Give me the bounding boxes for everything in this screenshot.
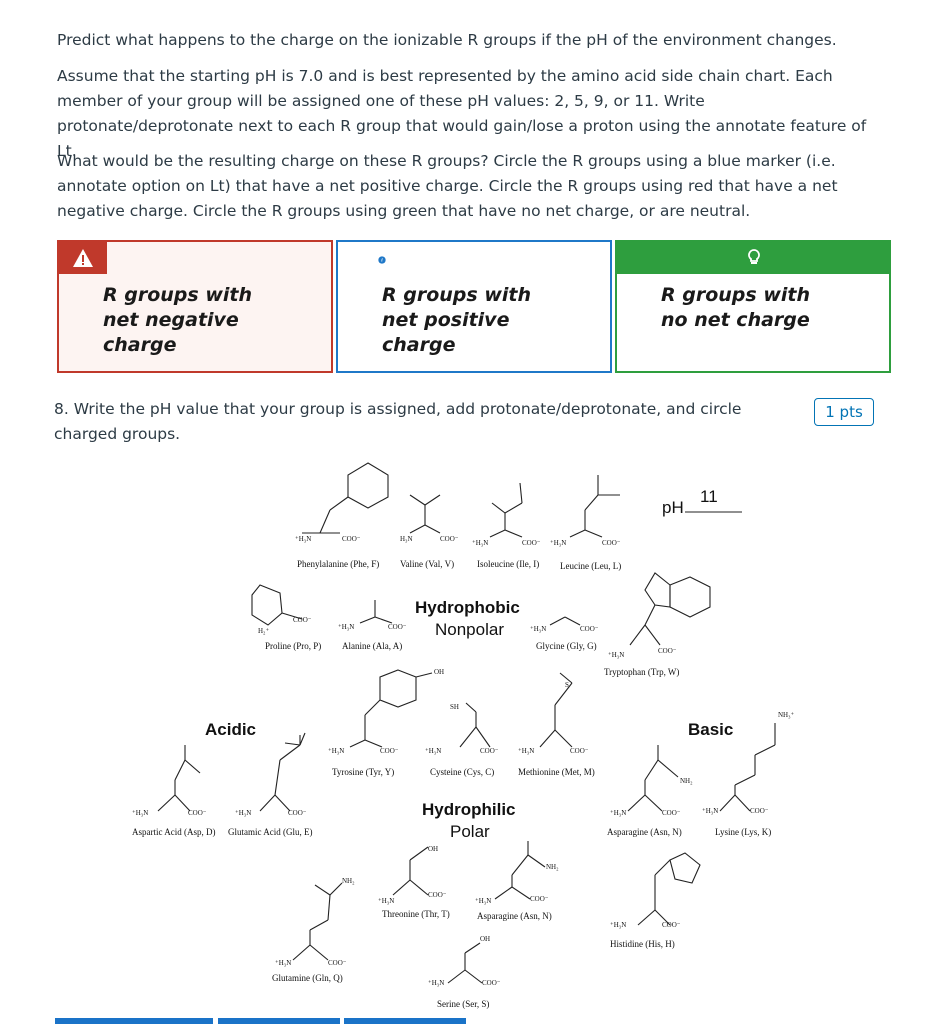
info-icon: i (338, 242, 386, 274)
svg-text:⁺H₃N: ⁺H₃N (428, 979, 444, 987)
svg-text:⁺H₃N: ⁺H₃N (275, 959, 291, 967)
svg-text:⁺H₃N: ⁺H₃N (610, 809, 626, 817)
svg-text:COO⁻: COO⁻ (428, 891, 447, 899)
svg-text:⁺H₃N: ⁺H₃N (550, 539, 566, 547)
warning-icon (59, 242, 107, 274)
svg-text:COO⁻: COO⁻ (440, 535, 459, 543)
svg-text:⁺H₃N: ⁺H₃N (610, 921, 626, 929)
svg-text:⁺H₃N: ⁺H₃N (472, 539, 488, 547)
svg-text:COO⁻: COO⁻ (328, 959, 347, 967)
instruction-paragraph-2: Assume that the starting pH is 7.0 and i… (57, 67, 867, 160)
aa-lys: Lysine (Lys, K) (715, 827, 771, 837)
category-hydrophobic: Hydrophobic (415, 598, 520, 617)
svg-text:COO⁻: COO⁻ (602, 539, 621, 547)
bottom-tab-2[interactable] (218, 1018, 340, 1024)
ph-value[interactable]: 11 (700, 487, 718, 506)
svg-text:COO⁻: COO⁻ (662, 809, 681, 817)
svg-text:COO⁻: COO⁻ (580, 625, 599, 633)
svg-text:⁺H₃N: ⁺H₃N (475, 897, 491, 905)
svg-text:⁺H₃N: ⁺H₃N (328, 747, 344, 755)
svg-text:COO⁻: COO⁻ (480, 747, 499, 755)
svg-text:⁺H₃N: ⁺H₃N (295, 535, 311, 543)
instruction-paragraph-3: What would be the resulting charge on th… (57, 152, 838, 220)
svg-text:COO⁻: COO⁻ (658, 647, 677, 655)
svg-text:COO⁻: COO⁻ (288, 809, 307, 817)
svg-text:⁺H₃N: ⁺H₃N (702, 807, 718, 815)
svg-text:COO⁻: COO⁻ (522, 539, 541, 547)
svg-text:COO⁻: COO⁻ (342, 535, 361, 543)
bottom-tab-1[interactable] (55, 1018, 213, 1024)
svg-text:NH₂: NH₂ (680, 777, 693, 785)
aa-asp: Aspartic Acid (Asp, D) (132, 827, 215, 837)
svg-text:⁺H₃N: ⁺H₃N (235, 809, 251, 817)
points-badge: 1 pts (814, 398, 874, 426)
category-hydrophilic: Hydrophilic (422, 800, 516, 819)
aa-pro: Proline (Pro, P) (265, 641, 321, 651)
svg-text:OH: OH (428, 845, 438, 853)
svg-text:⁺H₃N: ⁺H₃N (608, 651, 624, 659)
aa-his: Histidine (His, H) (610, 939, 675, 949)
aa-ser: Serine (Ser, S) (437, 999, 489, 1009)
svg-text:⁺H₃N: ⁺H₃N (518, 747, 534, 755)
svg-text:COO⁻: COO⁻ (750, 807, 769, 815)
svg-text:NH₂: NH₂ (342, 877, 355, 885)
svg-text:OH: OH (434, 668, 444, 676)
svg-text:COO⁻: COO⁻ (388, 623, 407, 631)
svg-text:i: i (381, 259, 383, 264)
amino-acid-chart[interactable]: ⁺H₃N COO⁻ H₃N COO⁻ ⁺H₃N COO⁻ ⁺H₃N COO⁻ COO⁻ H… (110, 455, 810, 1015)
aa-asn-basic: Asparagine (Asn, N) (607, 827, 682, 837)
aa-tyr: Tyrosine (Tyr, Y) (332, 767, 394, 777)
svg-text:COO⁻: COO⁻ (188, 809, 207, 817)
aa-asn: Asparagine (Asn, N) (477, 911, 552, 921)
svg-text:SH: SH (450, 703, 459, 711)
svg-text:⁺H₃N: ⁺H₃N (425, 747, 441, 755)
svg-text:NH₃⁺: NH₃⁺ (778, 711, 795, 719)
bottom-tab-3[interactable] (344, 1018, 466, 1024)
svg-text:OH: OH (480, 935, 490, 943)
svg-text:H₃N: H₃N (400, 535, 413, 543)
svg-text:COO⁻: COO⁻ (530, 895, 549, 903)
svg-text:COO⁻: COO⁻ (482, 979, 501, 987)
question-text: 8. Write the pH value that your group is… (54, 400, 742, 443)
svg-text:COO⁻: COO⁻ (293, 616, 312, 624)
aa-gln: Glutamine (Gln, Q) (272, 973, 343, 983)
category-basic: Basic (688, 720, 733, 739)
aa-leu: Leucine (Leu, L) (560, 561, 621, 571)
aa-val: Valine (Val, V) (400, 559, 454, 569)
category-acidic: Acidic (205, 720, 256, 739)
svg-text:S: S (565, 681, 569, 689)
svg-text:H₂⁺: H₂⁺ (258, 627, 269, 635)
svg-text:⁺H₃N: ⁺H₃N (530, 625, 546, 633)
aa-gly: Glycine (Gly, G) (536, 641, 597, 651)
aa-met: Methionine (Met, M) (518, 767, 595, 777)
svg-text:⁺H₃N: ⁺H₃N (378, 897, 394, 905)
aa-thr: Threonine (Thr, T) (382, 909, 450, 919)
aa-glu: Glutamic Acid (Glu, E) (228, 827, 312, 837)
svg-text:NH₂: NH₂ (546, 863, 559, 871)
instruction-paragraph-1: Predict what happens to the charge on th… (57, 31, 837, 49)
aa-ala: Alanine (Ala, A) (342, 641, 402, 651)
lightbulb-icon (617, 242, 891, 274)
aa-cys: Cysteine (Cys, C) (430, 767, 494, 777)
aa-trp: Tryptophan (Trp, W) (604, 667, 679, 677)
aa-phe: Phenylalanine (Phe, F) (297, 559, 379, 569)
svg-text:COO⁻: COO⁻ (380, 747, 399, 755)
ph-label: pH (662, 498, 684, 517)
svg-text:⁺H₃N: ⁺H₃N (338, 623, 354, 631)
category-nonpolar: Nonpolar (435, 620, 504, 639)
svg-text:⁺H₃N: ⁺H₃N (132, 809, 148, 817)
aa-ile: Isoleucine (Ile, I) (477, 559, 539, 569)
category-polar: Polar (450, 822, 490, 841)
svg-text:COO⁻: COO⁻ (662, 921, 681, 929)
svg-text:COO⁻: COO⁻ (570, 747, 589, 755)
